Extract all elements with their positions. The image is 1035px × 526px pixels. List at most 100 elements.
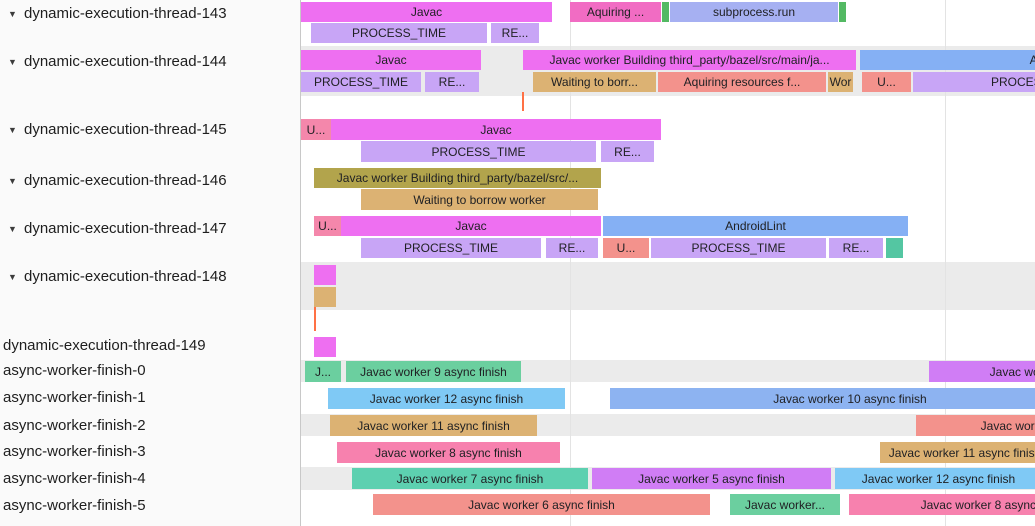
timeline-slice[interactable]: PROCESS_TIME	[913, 72, 1035, 92]
timeline-slice[interactable]: Javac worker 9 async finish	[346, 361, 521, 382]
track-label-row[interactable]: async-worker-finish-3	[0, 442, 300, 462]
collapse-arrow-icon[interactable]: ▼	[8, 9, 17, 19]
track-name-panel: ▼dynamic-execution-thread-143▼dynamic-ex…	[0, 0, 301, 526]
timeline-slice[interactable]: Waiting to borr...	[533, 72, 656, 92]
timeline-slice[interactable]	[314, 337, 336, 357]
track-label-row[interactable]: async-worker-finish-1	[0, 388, 300, 408]
timeline-slice[interactable]: Javac	[301, 50, 481, 70]
timeline-slice[interactable]	[886, 238, 903, 258]
timeline-slice[interactable]: AndroidLint	[603, 216, 908, 236]
timeline-slice[interactable]: Javac worker Building third_party/bazel/…	[523, 50, 856, 70]
track-label: dynamic-execution-thread-149	[3, 337, 206, 354]
timeline-slice[interactable]: Aquiring resources f...	[658, 72, 826, 92]
timeline-slice[interactable]: Javac worker 8 async finish	[849, 494, 1035, 515]
timeline-slice[interactable]: J...	[305, 361, 341, 382]
instant-event-marker[interactable]	[522, 92, 524, 111]
timeline-slice[interactable]: RE...	[829, 238, 883, 258]
slice-label: Javac worker 8 async finish	[920, 497, 1035, 512]
slice-label: U...	[877, 75, 896, 89]
timeline-slice[interactable]: PROCESS_TIME	[361, 141, 596, 162]
timeline-slice[interactable]: RE...	[425, 72, 479, 92]
collapse-arrow-icon[interactable]: ▼	[8, 272, 17, 282]
slice-label: Javac worker 11 async finish	[357, 418, 510, 433]
timeline-slice[interactable]: RE...	[601, 141, 654, 162]
track-label: async-worker-finish-2	[3, 417, 146, 434]
timeline-slice[interactable]: Javac worker 12 async finish	[328, 388, 565, 409]
timeline-slice[interactable]: subprocess.run	[670, 2, 838, 22]
slice-label: RE...	[501, 26, 529, 40]
timeline-slice[interactable]: U...	[301, 119, 331, 140]
timeline-slice[interactable]: Javac worker 10 async finish	[610, 388, 1035, 409]
timeline-slice[interactable]: PROCESS_TIME	[361, 238, 541, 258]
slice-label: subprocess.run	[712, 5, 796, 19]
timeline-slice[interactable]	[662, 2, 669, 22]
timeline-slice[interactable]: Javac worker	[929, 361, 1035, 382]
track-label-row[interactable]: ▼dynamic-execution-thread-145	[0, 120, 300, 140]
timeline-slice[interactable]: Javac worker 5 async finish	[592, 468, 831, 489]
slice-label: Aquiring ...	[586, 5, 645, 19]
timeline-slice[interactable]: AndroidLint	[860, 50, 1035, 70]
track-label-row[interactable]: async-worker-finish-2	[0, 416, 300, 436]
track-label-row[interactable]: ▼ dynamic-execution-thread-143	[0, 4, 300, 24]
slice-label: U...	[318, 219, 337, 233]
slice-label: Javac	[410, 5, 443, 19]
timeline-slice[interactable]: RE...	[546, 238, 598, 258]
slice-label: Javac	[480, 122, 512, 137]
timeline-slice[interactable]: PROCESS_TIME	[301, 72, 421, 92]
track-label: dynamic-execution-thread-144	[24, 53, 227, 70]
timeline-slice[interactable]: Aquiring ...	[570, 2, 661, 22]
track-label-row[interactable]: ▼dynamic-execution-thread-147	[0, 219, 300, 239]
timeline-slice[interactable]: Javac worker 7 async finish	[352, 468, 588, 489]
timeline-slice[interactable]: Waiting to borrow worker	[361, 189, 598, 210]
slice-label: PROCESS_TIME	[691, 241, 786, 255]
timeline-slice[interactable]	[314, 287, 336, 307]
slice-label: Javac worker 12 async finish	[861, 471, 1016, 486]
track-label: async-worker-finish-4	[3, 470, 146, 487]
track-label-row[interactable]: async-worker-finish-4	[0, 469, 300, 489]
slice-label: J...	[314, 364, 331, 379]
track-label-row[interactable]: dynamic-execution-thread-149	[0, 336, 300, 356]
slice-label: Javac worker 8 async finish	[375, 445, 522, 460]
slice-label: Javac worker 10 async finish	[773, 391, 927, 406]
instant-event-marker[interactable]	[314, 307, 316, 331]
track-label-row[interactable]: ▼dynamic-execution-thread-148	[0, 267, 300, 287]
track-label: async-worker-finish-3	[3, 443, 146, 460]
collapse-arrow-icon[interactable]: ▼	[8, 224, 17, 234]
collapse-arrow-icon[interactable]: ▼	[8, 125, 17, 135]
timeline-slice[interactable]	[314, 265, 336, 285]
timeline-slice[interactable]: RE...	[491, 23, 539, 43]
slice-label: PROCESS_TIME	[313, 75, 409, 89]
timeline-slice[interactable]: Javac	[341, 216, 601, 236]
timeline-slice[interactable]: Javac	[301, 2, 552, 22]
slice-label: Javac worker 11 async finish	[888, 445, 1035, 460]
track-label-row[interactable]: ▼dynamic-execution-thread-146	[0, 171, 300, 191]
collapse-arrow-icon[interactable]: ▼	[8, 176, 17, 186]
track-label: async-worker-finish-1	[3, 389, 146, 406]
timeline-slice[interactable]: U...	[314, 216, 341, 236]
timeline-slice[interactable]: Javac worker 11 async finish	[330, 415, 537, 436]
track-label-row[interactable]: async-worker-finish-5	[0, 496, 300, 516]
timeline-slice[interactable]: Javac worker 11 async finish	[880, 442, 1035, 463]
slice-label: Javac	[455, 219, 487, 233]
timeline-slice[interactable]: Javac worker 8 async finish	[337, 442, 560, 463]
slice-label: AndroidLint	[1029, 53, 1035, 67]
timeline-slice[interactable]: Javac worker	[916, 415, 1035, 436]
timeline-slice[interactable]: U...	[603, 238, 649, 258]
timeline-slice[interactable]: Wor	[828, 72, 853, 92]
timeline-slice[interactable]: PROCESS_TIME	[311, 23, 487, 43]
collapse-arrow-icon[interactable]: ▼	[8, 57, 17, 67]
timeline-slice[interactable]: PROCESS_TIME	[651, 238, 826, 258]
track-label-row[interactable]: async-worker-finish-0	[0, 361, 300, 381]
timeline-slice[interactable]	[839, 2, 846, 22]
timeline-slice[interactable]: Javac worker Building third_party/bazel/…	[314, 168, 601, 188]
timeline-slice[interactable]: U...	[862, 72, 911, 92]
track-label: dynamic-execution-thread-143	[24, 5, 227, 22]
timeline-slice[interactable]: Javac	[331, 119, 661, 140]
track-label-row[interactable]: ▼ dynamic-execution-thread-144	[0, 52, 300, 72]
timeline-slice[interactable]: Javac worker...	[730, 494, 840, 515]
slice-label: PROCESS_TIME	[351, 26, 447, 40]
timeline-slice[interactable]: Javac worker 12 async finish	[835, 468, 1035, 489]
timeline-slice[interactable]: Javac worker 6 async finish	[373, 494, 710, 515]
